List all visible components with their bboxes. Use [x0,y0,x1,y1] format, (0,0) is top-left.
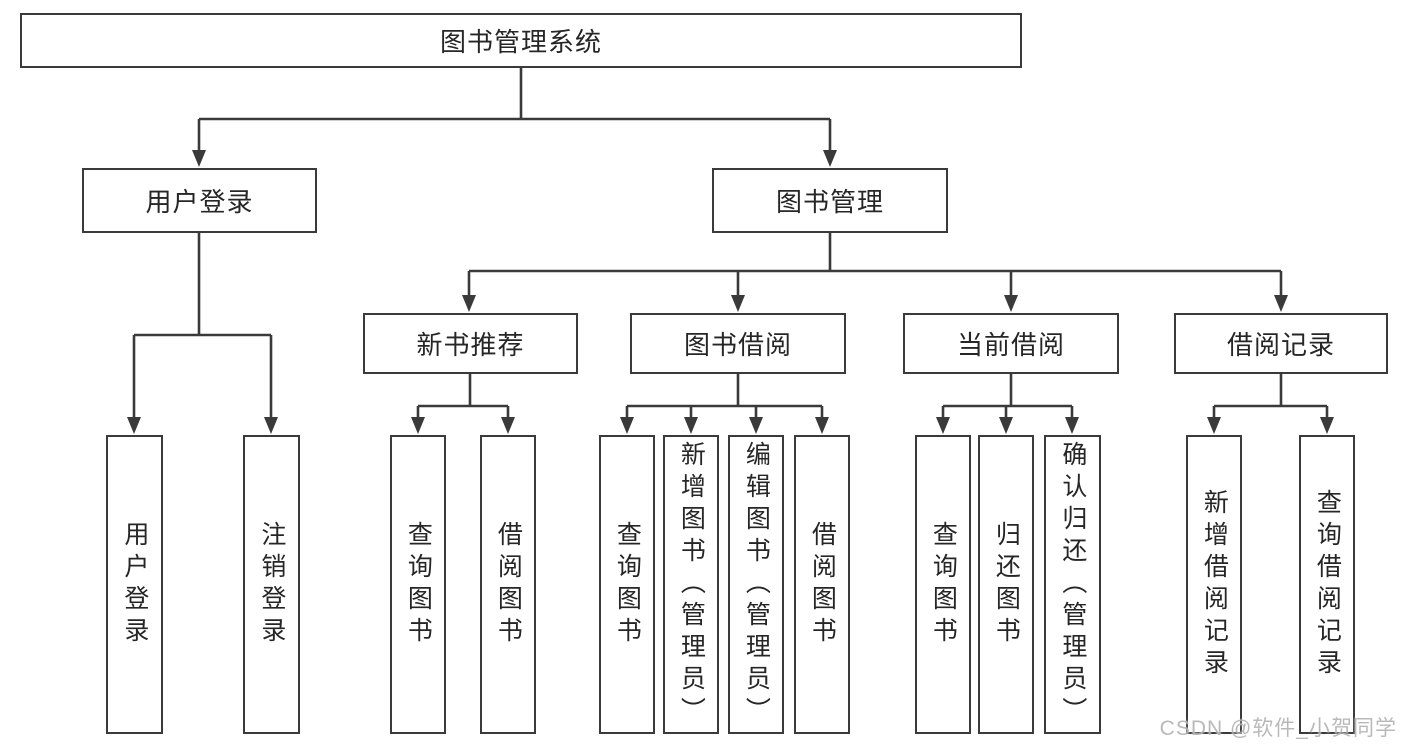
leaf-query-books-1-label: 查询图书 [404,520,433,649]
leaf-add-book-admin: 新增图书（管理员） [663,435,719,734]
node-book-management: 图书管理 [712,168,948,233]
node-current-borrowing: 当前借阅 [903,313,1119,374]
leaf-query-books-1: 查询图书 [390,435,446,734]
leaf-user-login: 用户登录 [106,435,163,734]
node-library-system: 图书管理系统 [20,13,1022,68]
leaf-logout-login: 注销登录 [243,435,300,734]
leaf-confirm-return-admin: 确认归还（管理员） [1044,435,1101,734]
leaf-add-borrow-record-label: 新增借阅记录 [1200,488,1229,681]
leaf-query-borrow-record: 查询借阅记录 [1299,435,1355,734]
arrowheads [127,150,1334,434]
leaf-logout-login-label: 注销登录 [257,520,286,649]
leaf-borrow-books-1-label: 借阅图书 [494,520,523,649]
connector-bookmgmt-to-level3 [467,233,1283,297]
leaf-return-books: 归还图书 [978,435,1034,734]
connector-newbook-to-leaves [416,374,510,420]
leaf-query-borrow-record-label: 查询借阅记录 [1313,488,1342,681]
node-new-book-recommend: 新书推荐 [363,313,578,374]
leaf-edit-book-admin: 编辑图书（管理员） [728,435,784,734]
node-user-login: 用户登录 [82,168,317,233]
leaf-borrow-books-1: 借阅图书 [480,435,536,734]
leaf-query-books-2: 查询图书 [599,435,655,734]
leaf-add-borrow-record: 新增借阅记录 [1186,435,1242,734]
watermark-text: CSDN @软件_小贺同学 [1159,717,1397,740]
leaf-return-books-label: 归还图书 [992,520,1021,649]
connector-userlogin-to-leaves [132,233,273,419]
connector-borrowing-to-leaves [625,374,824,420]
connector-records-to-leaves [1212,374,1329,420]
leaf-query-books-3-label: 查询图书 [929,520,958,649]
leaf-query-books-2-label: 查询图书 [613,520,642,649]
node-book-borrowing: 图书借阅 [630,313,846,374]
leaf-borrow-books-2: 借阅图书 [794,435,850,734]
leaf-borrow-books-2-label: 借阅图书 [808,520,837,649]
leaf-confirm-return-admin-label: 确认归还（管理员） [1058,441,1087,729]
connector-root-to-level2 [197,68,832,152]
leaf-add-book-admin-label: 新增图书（管理员） [677,441,706,729]
node-borrow-records: 借阅记录 [1174,313,1388,374]
leaf-edit-book-admin-label: 编辑图书（管理员） [742,441,771,729]
connector-current-to-leaves [941,374,1074,420]
leaf-user-login-label: 用户登录 [120,520,149,649]
leaf-query-books-3: 查询图书 [915,435,971,734]
